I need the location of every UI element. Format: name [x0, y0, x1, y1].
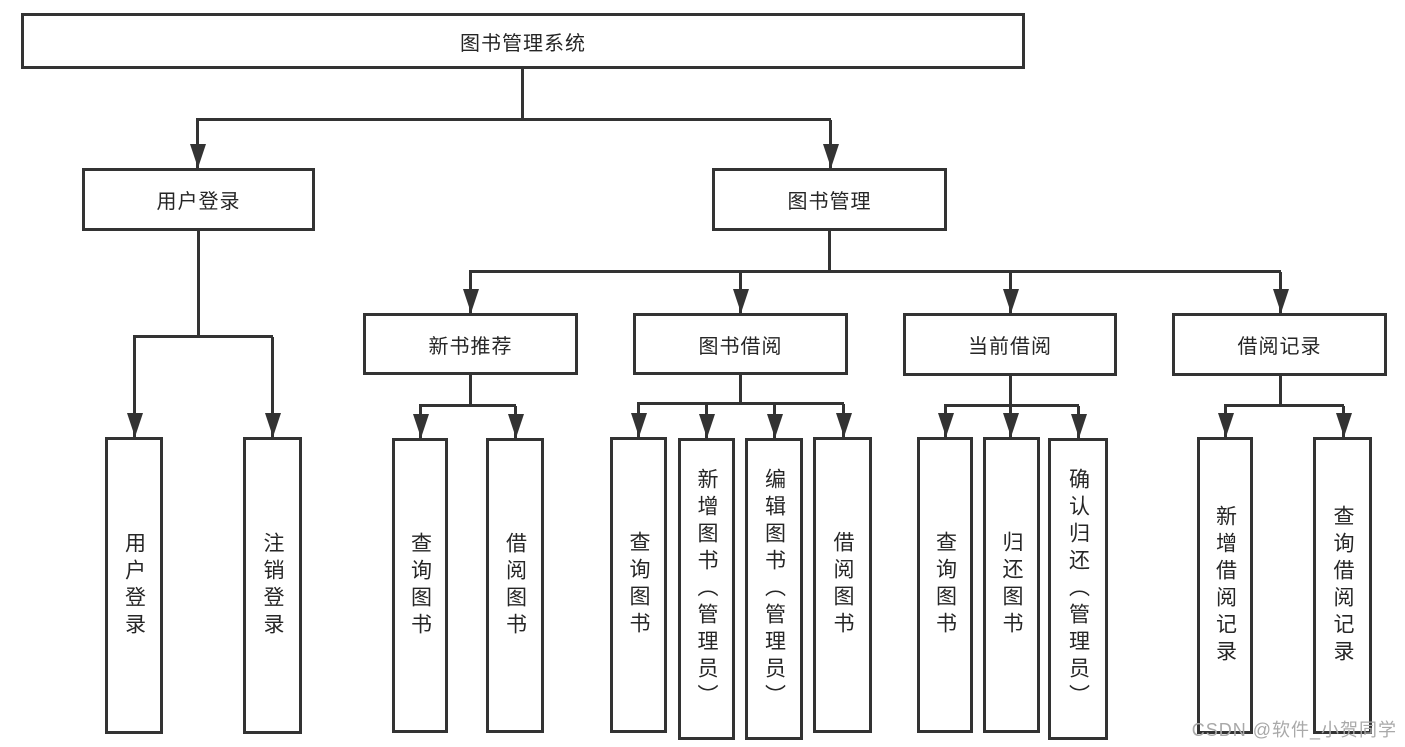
node-borrow-records: 借阅记录	[1172, 313, 1387, 376]
node-new-book-recommend: 新书推荐	[363, 313, 578, 375]
node-user-login: 用户登录	[82, 168, 315, 231]
node-current-borrow: 当前借阅	[903, 313, 1117, 376]
connector-line	[197, 231, 200, 337]
leaf-query-borrow-record-label: 查询借阅记录	[1331, 504, 1355, 667]
node-user-login-label: 用户登录	[156, 191, 241, 213]
arrow-down-icon	[1009, 272, 1012, 313]
node-book-management-system: 图书管理系统	[21, 13, 1025, 69]
leaf-add-books-admin: 新增图书（管理员）	[678, 438, 735, 740]
leaf-borrow-books: 借阅图书	[813, 437, 872, 733]
connector-line	[739, 375, 742, 405]
arrow-down-icon	[196, 120, 199, 168]
leaf-add-books-admin-label: 新增图书（管理员）	[695, 467, 719, 711]
arrow-down-icon	[739, 272, 742, 313]
connector-line	[469, 270, 1281, 273]
connector-line	[1224, 404, 1344, 407]
leaf-query-borrow-record: 查询借阅记录	[1313, 437, 1372, 734]
arrow-down-icon	[1009, 406, 1012, 437]
leaf-query-books-current: 查询图书	[917, 437, 973, 733]
leaf-return-books-label: 归还图书	[1000, 531, 1024, 639]
connector-line	[637, 402, 844, 405]
leaf-borrow-books-recommend-label: 借阅图书	[503, 531, 527, 640]
arrow-down-icon	[773, 404, 776, 438]
node-book-borrow: 图书借阅	[633, 313, 848, 375]
leaf-user-login-label: 用户登录	[122, 531, 146, 640]
leaf-borrow-books-label: 借阅图书	[831, 531, 855, 639]
node-book-management: 图书管理	[712, 168, 947, 231]
arrow-down-icon	[469, 272, 472, 313]
leaf-query-books-borrow: 查询图书	[610, 437, 667, 733]
connector-line	[469, 375, 472, 407]
connector-line	[1009, 375, 1012, 407]
leaf-edit-books-admin-label: 编辑图书（管理员）	[762, 467, 786, 711]
connector-line	[828, 231, 831, 273]
arrow-down-icon	[944, 406, 947, 437]
csdn-watermark: CSDN @软件_小贺同学	[1191, 720, 1397, 740]
connector-line	[521, 69, 524, 121]
node-book-borrow-label: 图书借阅	[698, 335, 783, 358]
arrow-down-icon	[637, 404, 640, 437]
arrow-down-icon	[419, 406, 422, 438]
leaf-query-books-recommend-label: 查询图书	[408, 531, 432, 640]
leaf-logout-label: 注销登录	[261, 531, 285, 640]
leaf-logout: 注销登录	[243, 437, 302, 734]
node-new-book-recommend-label: 新书推荐	[428, 335, 513, 358]
arrow-down-icon	[1342, 406, 1345, 437]
leaf-edit-books-admin: 编辑图书（管理员）	[745, 438, 803, 740]
arrow-down-icon	[1224, 406, 1227, 437]
leaf-confirm-return-admin-label: 确认归还（管理员）	[1066, 467, 1090, 711]
leaf-add-borrow-record: 新增借阅记录	[1197, 437, 1253, 734]
leaf-confirm-return-admin: 确认归还（管理员）	[1048, 438, 1108, 740]
connector-line	[419, 404, 516, 407]
node-book-management-label: 图书管理	[787, 191, 872, 213]
connector-line	[196, 118, 831, 121]
arrow-down-icon	[829, 120, 832, 168]
arrow-down-icon	[1077, 406, 1080, 438]
arrow-down-icon	[1279, 272, 1282, 313]
arrow-down-icon	[842, 404, 845, 437]
leaf-return-books: 归还图书	[983, 437, 1040, 733]
leaf-add-borrow-record-label: 新增借阅记录	[1213, 504, 1237, 667]
connector-line	[133, 335, 273, 338]
leaf-query-books-borrow-label: 查询图书	[627, 531, 651, 639]
node-borrow-records-label: 借阅记录	[1237, 336, 1322, 358]
arrow-down-icon	[133, 337, 136, 437]
node-current-borrow-label: 当前借阅	[968, 336, 1052, 358]
arrow-down-icon	[514, 406, 517, 438]
leaf-query-books-recommend: 查询图书	[392, 438, 448, 733]
arrow-down-icon	[271, 337, 274, 437]
connector-line	[1279, 375, 1282, 407]
arrow-down-icon	[705, 404, 708, 438]
leaf-user-login: 用户登录	[105, 437, 163, 734]
leaf-borrow-books-recommend: 借阅图书	[486, 438, 544, 733]
leaf-query-books-current-label: 查询图书	[933, 531, 957, 639]
node-book-management-system-label: 图书管理系统	[460, 32, 586, 55]
